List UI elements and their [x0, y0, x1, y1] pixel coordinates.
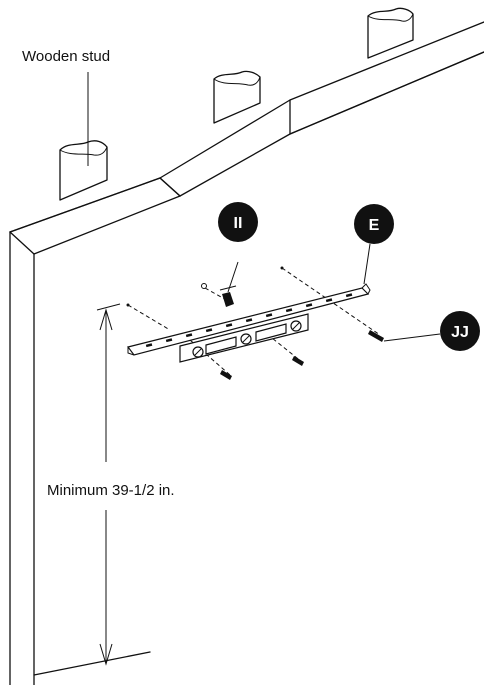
wall-panel — [9, 21, 484, 685]
mounting-bracket — [126, 283, 371, 363]
wooden-stud-right — [367, 7, 414, 59]
wooden-stud-label: Wooden stud — [22, 48, 110, 65]
minimum-height-label: Minimum 39-1/2 in. — [47, 482, 175, 499]
callout-screw: JJ — [440, 311, 480, 351]
wall-anchor — [219, 285, 237, 307]
callout-screw-label: JJ — [451, 324, 469, 341]
anchor-leader-line — [227, 261, 239, 293]
callout-bracket: E — [354, 204, 394, 244]
callout-anchor-label: II — [234, 215, 243, 232]
screw-leader-line — [383, 333, 441, 342]
wooden-stud-middle — [213, 70, 261, 124]
lag-screws — [220, 330, 384, 380]
callout-bracket-label: E — [369, 217, 380, 234]
bracket-leader-line — [363, 243, 371, 285]
callout-anchor: II — [218, 202, 258, 242]
wooden-stud-left — [59, 140, 108, 201]
height-dimension — [96, 303, 121, 666]
